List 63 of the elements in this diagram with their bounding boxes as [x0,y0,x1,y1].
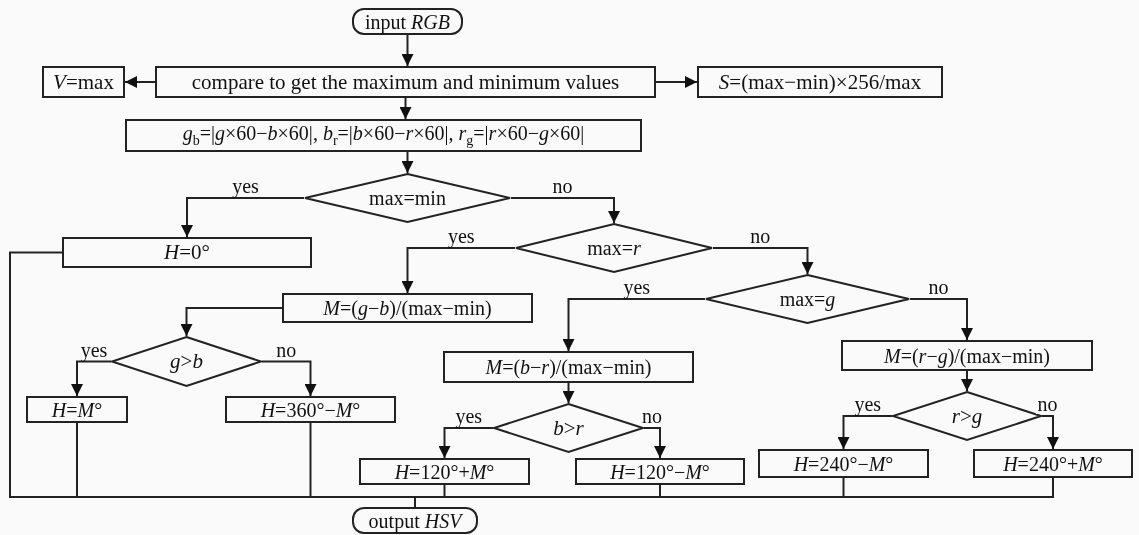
decision-diamond [493,403,644,453]
node-text: S=(max−min)×256/max [718,71,922,93]
node-text: M=(g−b)/(max−min) [323,298,492,318]
node-text: H=240°+M° [1003,453,1103,474]
node-text: H=M° [51,399,103,420]
decision-diamond [111,336,262,387]
process-box [155,66,656,98]
node-text: b>r [553,417,584,439]
arrow [562,382,575,404]
process-box [841,340,1093,371]
node-text: g$_{b}$=|g×60−b×60|, b$_{r}$=|b×60−r×60|, r$_{g}$=|r×60−g×60| [182,123,585,148]
node-text: H=120°−M° [610,461,710,482]
node-text: compare to get the maximum and minimum values [191,71,620,93]
decision-diamond [515,223,713,273]
arrow [401,34,414,67]
process-box [973,449,1133,478]
terminal-box [352,507,478,534]
arrow [261,360,317,397]
decision-diamond [705,274,910,324]
arrow [401,151,414,174]
arrow [510,197,620,224]
arrow [961,370,973,392]
arrow [655,76,698,88]
terminal-box [352,8,463,35]
node-text: max=r [587,238,641,258]
arrow [180,307,283,337]
node-text: r>g [951,405,983,427]
arrow [712,247,814,275]
node-text: H=240°−M° [793,453,894,474]
process-box [443,351,694,383]
arrow [71,360,112,397]
arrow [909,298,973,341]
arrow [401,247,516,294]
process-box [758,449,929,478]
process-box [282,293,533,323]
node-text: M=(b−r)/(max−min) [485,357,652,377]
process-box [62,237,312,268]
node-text: output HSV [368,510,462,531]
node-text: M=(r−g)/(max−min) [883,345,1051,366]
process-box [42,66,125,98]
process-box [26,396,128,423]
process-box [225,396,396,423]
arrow [643,427,666,459]
arrow [399,97,412,120]
node-text: H=120°+M° [394,461,495,482]
node-text: input RGB [365,11,450,32]
arrow [438,427,494,459]
node-text: H=360°−M° [260,399,361,420]
decision-diamond [304,173,511,223]
process-box [125,119,642,152]
arrow [124,76,156,88]
node-text: H=0° [164,242,210,263]
arrow [562,298,706,352]
node-text: max=g [779,289,836,309]
arrow [837,415,893,450]
arrow [1041,415,1059,450]
process-box [359,458,530,485]
process-box [697,66,943,98]
node-text: max=min [369,188,446,208]
node-text: V=max [53,71,114,93]
process-box [575,458,745,485]
arrow [181,197,305,238]
node-text: g>b [170,351,203,372]
